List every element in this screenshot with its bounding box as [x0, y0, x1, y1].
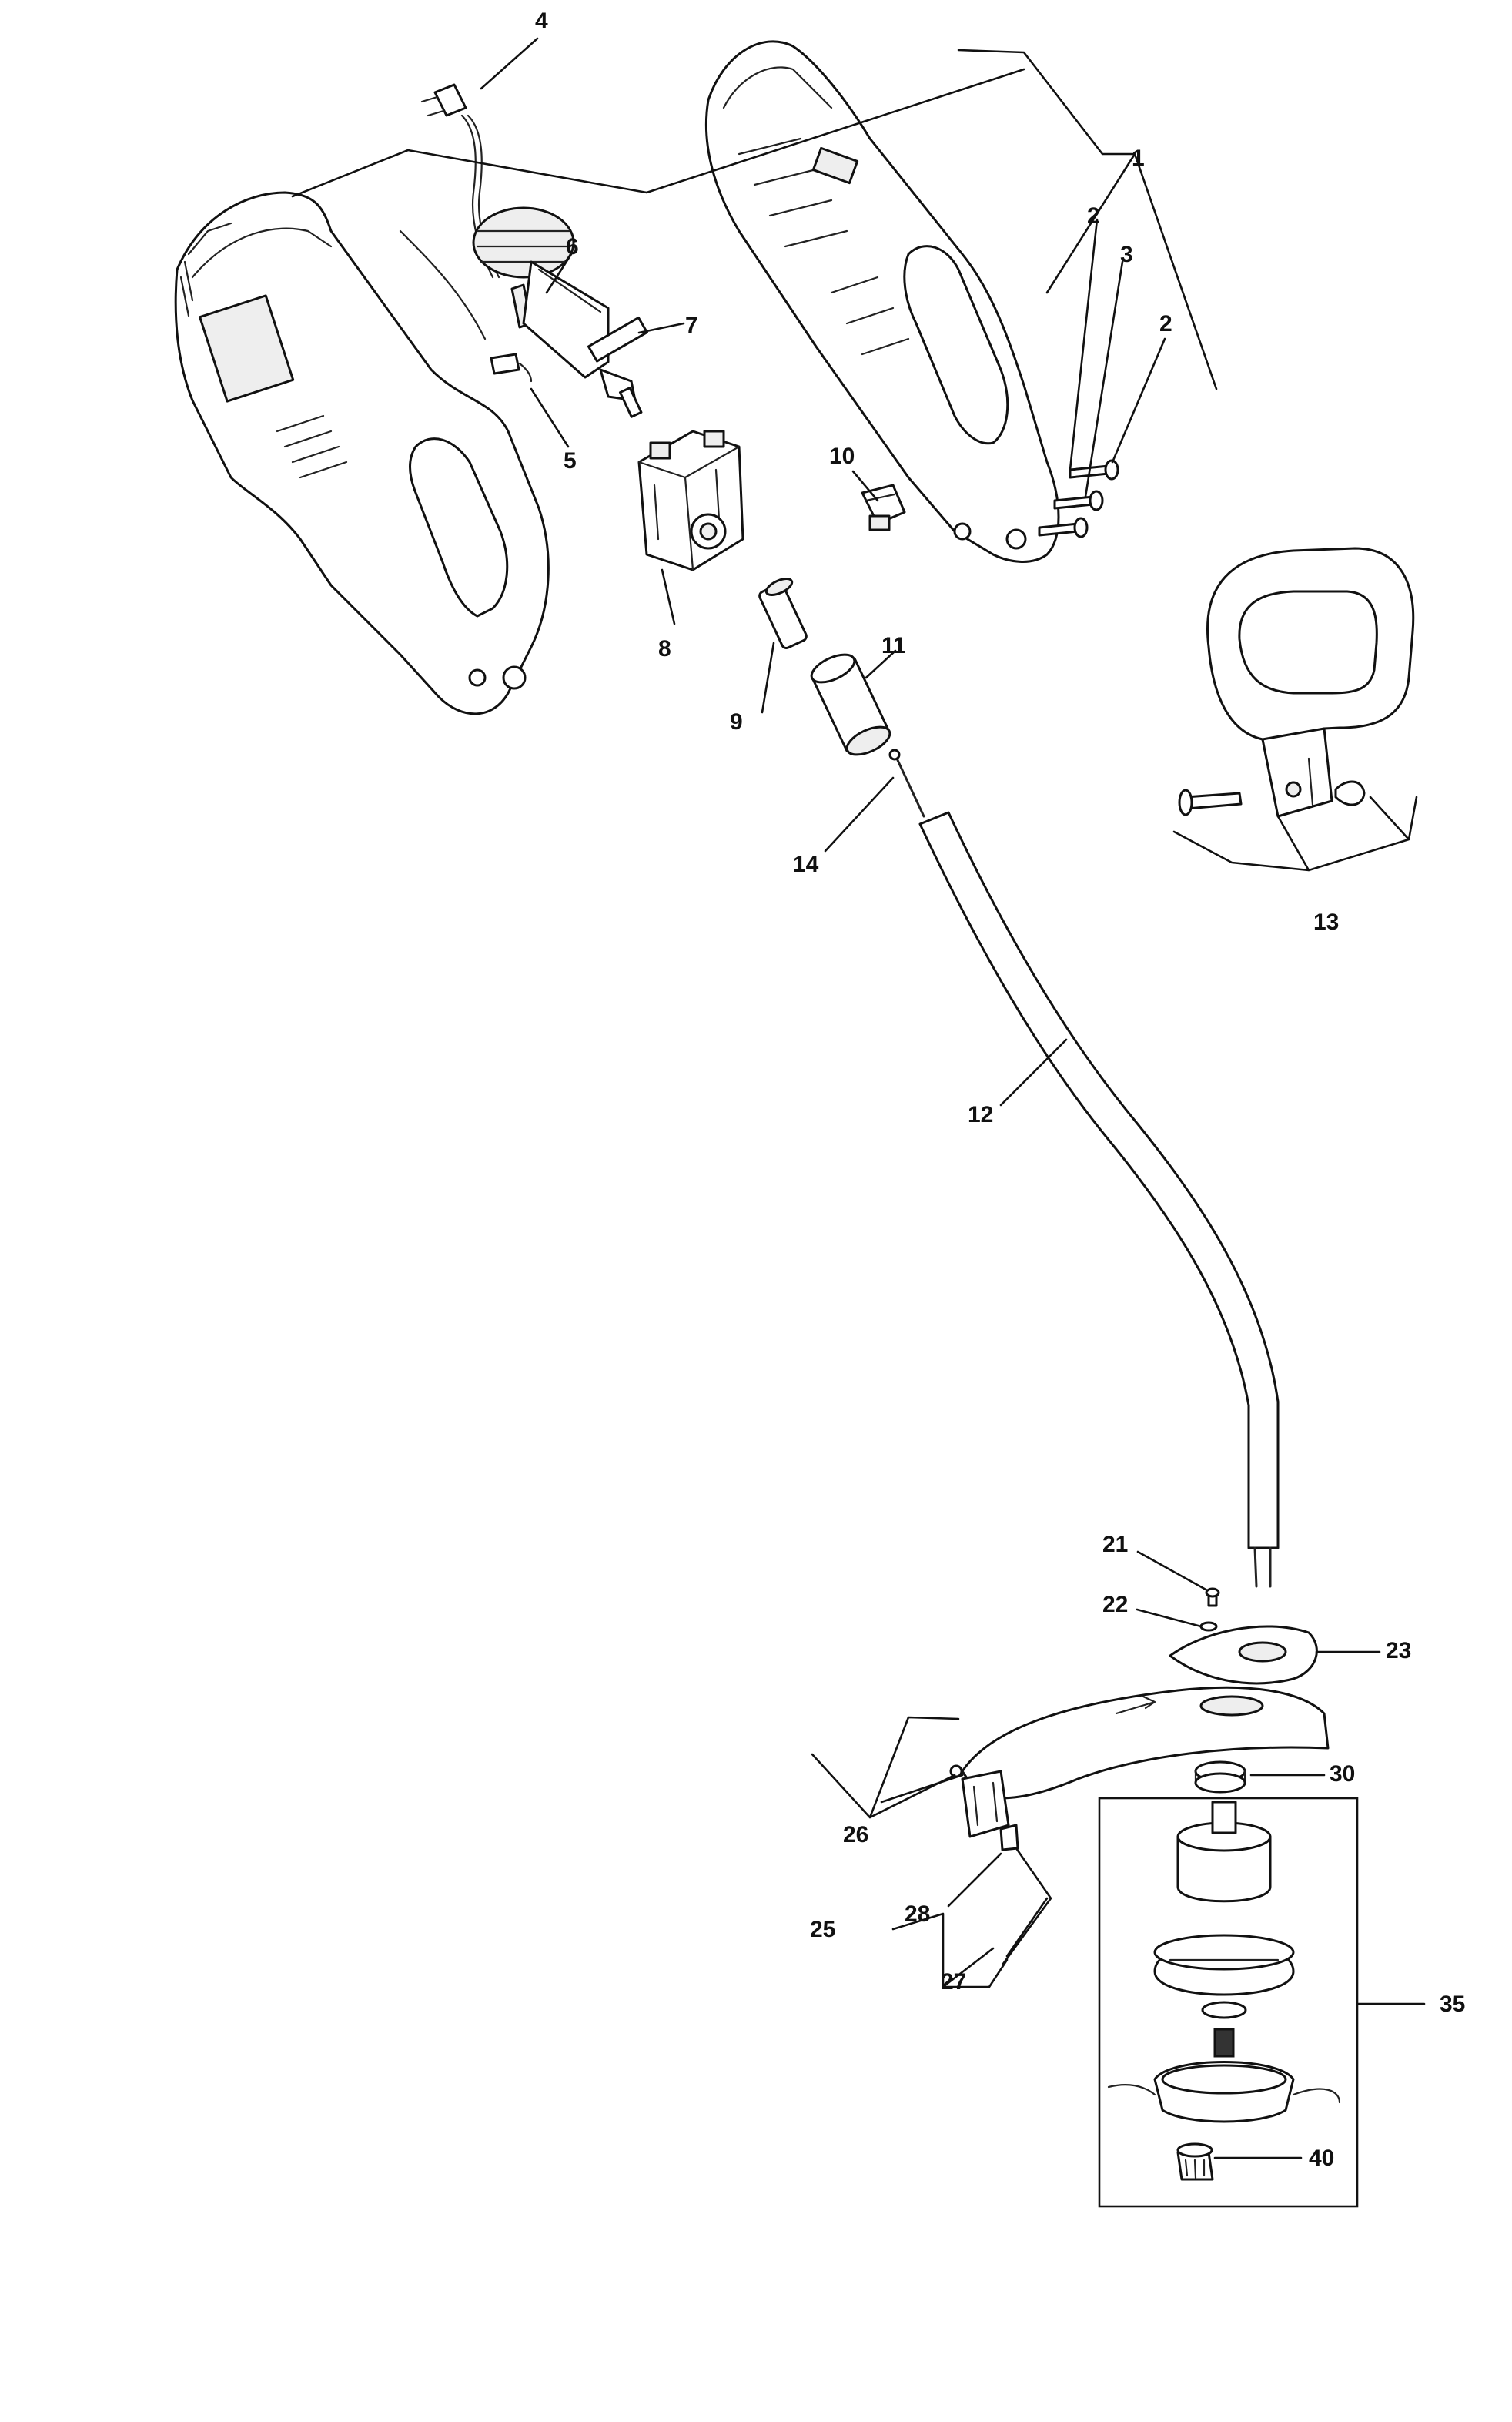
callout-9: 9 — [730, 709, 743, 735]
housing-half-right — [704, 40, 1060, 563]
power-cord — [420, 83, 533, 329]
housing-half-left — [174, 191, 550, 715]
switch — [861, 484, 906, 531]
callout-11: 11 — [881, 633, 906, 658]
shaft-tube — [888, 749, 1280, 1588]
callout-12: 12 — [968, 1102, 993, 1127]
spool-kit — [1098, 1797, 1359, 2208]
callout-4: 4 — [535, 8, 548, 34]
guard-assembly — [949, 1587, 1330, 1851]
callout-23: 23 — [1386, 1638, 1411, 1663]
carbon-brush — [490, 353, 533, 383]
coupling — [758, 577, 808, 649]
callout-2: 2 — [1159, 311, 1172, 337]
callout-5: 5 — [564, 448, 577, 474]
callout-25: 25 — [810, 1917, 835, 1942]
callout-40: 40 — [1309, 2146, 1334, 2171]
callout-6: 6 — [566, 234, 579, 260]
callout-27: 27 — [941, 1969, 966, 1995]
callout-2: 2 — [1087, 203, 1100, 229]
callout-14: 14 — [793, 852, 819, 877]
leader-lines — [291, 37, 1426, 2159]
callout-1: 1 — [1132, 146, 1145, 171]
callout-22: 22 — [1102, 1592, 1128, 1617]
callout-30: 30 — [1330, 1761, 1355, 1787]
callout-35: 35 — [1440, 1992, 1465, 2017]
callout-labels: 1 2 2 3 4 5 6 7 8 9 10 11 12 13 14 21 22… — [535, 8, 1465, 2171]
callout-3: 3 — [1120, 242, 1133, 267]
callout-10: 10 — [829, 444, 855, 469]
armature — [472, 206, 648, 418]
callout-8: 8 — [658, 636, 671, 662]
stator — [637, 430, 744, 571]
sleeve — [810, 653, 891, 756]
auxiliary-handle — [1178, 547, 1415, 818]
spool-kit-box — [1098, 1797, 1359, 2208]
callout-7: 7 — [685, 313, 698, 338]
callout-28: 28 — [905, 1901, 930, 1927]
callout-13: 13 — [1313, 910, 1339, 935]
callout-26: 26 — [843, 1822, 868, 1847]
callout-21: 21 — [1102, 1532, 1128, 1557]
